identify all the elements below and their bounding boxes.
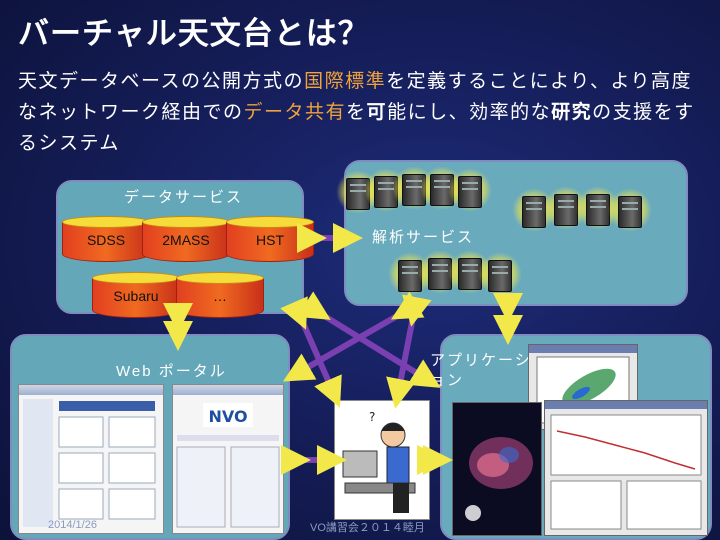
app-screenshot-nebula [452, 402, 542, 536]
server-icon [402, 174, 426, 206]
lead-text: 天文データベースの公開方式の国際標準を定義することにより、より高度なネットワーク… [18, 70, 695, 154]
footer-event: VO講習会２０１４睦月 [310, 522, 425, 534]
svg-text:?: ? [369, 410, 375, 424]
app-screenshot-spectrum [544, 400, 708, 536]
server-icon [458, 176, 482, 208]
highlight-data-sharing: データ共有 [243, 101, 347, 123]
portal-screenshot-jvo [18, 384, 164, 534]
archive-sdss: SDSS [62, 216, 150, 262]
arrow-data-to-user [280, 296, 342, 408]
svg-text:NVO: NVO [208, 407, 247, 426]
slide-title: バーチャル天文台とは？ [18, 16, 370, 52]
server-icon [618, 196, 642, 228]
data-service-label: データサービス [124, 188, 244, 206]
server-icon [488, 260, 512, 292]
highlight-standard: 国際標準 [304, 70, 387, 92]
web-portal-label: Web ポータル [116, 363, 227, 380]
server-icon [522, 196, 546, 228]
footer-date: 2014/1/26 [48, 519, 97, 531]
analysis-service-label: 解析サービス [372, 228, 475, 246]
arrow-analysis-to-user [386, 294, 432, 409]
archive-2mass: 2MASS [142, 216, 230, 262]
